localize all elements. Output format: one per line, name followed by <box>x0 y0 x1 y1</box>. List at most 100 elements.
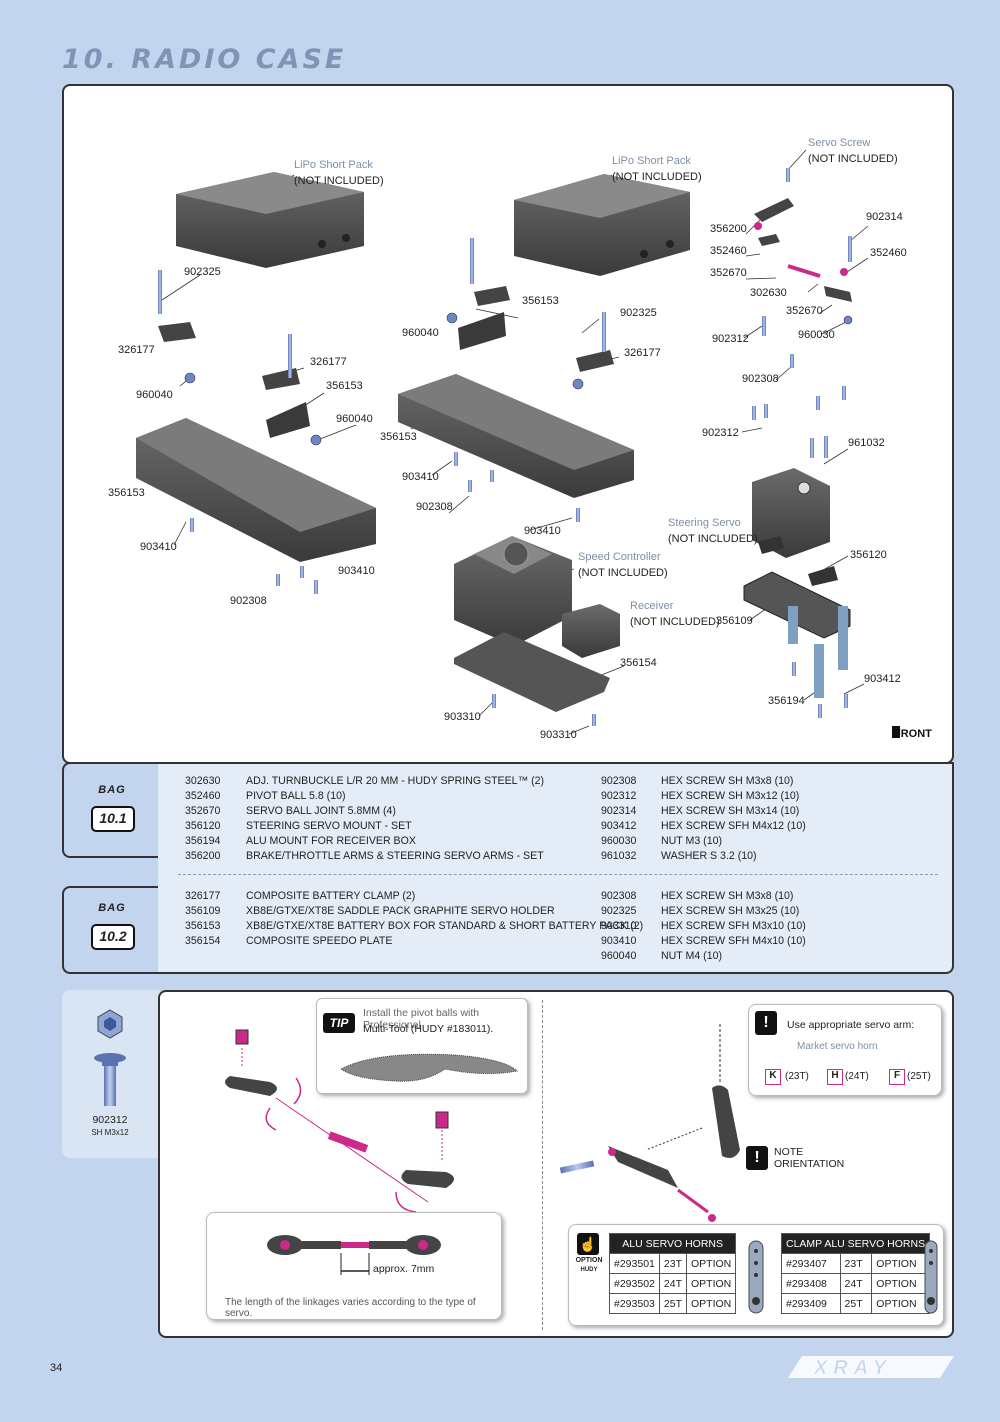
orientation-label: ORIENTATION <box>774 1158 845 1170</box>
part-desc: NUT M3 (10) <box>661 835 723 847</box>
nut <box>446 312 458 324</box>
option-tag: OPTION <box>685 1273 737 1294</box>
option-tag: OPTION <box>871 1293 931 1314</box>
part-label: 326177 <box>310 356 347 368</box>
option-tag: OPTION <box>871 1253 931 1274</box>
callout-speed-controller: Speed Controller <box>578 551 661 563</box>
part-label: 326177 <box>624 347 661 359</box>
rotate-arrow-icon <box>265 1107 277 1131</box>
teeth: 23T <box>839 1253 873 1274</box>
bag-divider <box>178 874 938 875</box>
part-desc: ALU MOUNT FOR RECEIVER BOX <box>246 835 416 847</box>
part-label: 356194 <box>768 695 805 707</box>
linkage-icon <box>608 1146 678 1188</box>
screw <box>314 580 318 594</box>
clamp-horn-icon <box>924 1240 938 1314</box>
panel-divider <box>542 1000 543 1330</box>
part-label: 960030 <box>798 329 835 341</box>
part-code: 903310 <box>601 920 637 932</box>
part-label: 356200 <box>710 223 747 235</box>
part-code: 352460 <box>185 790 221 802</box>
alu-table-title: ALU SERVO HORNS <box>608 1233 737 1254</box>
part-label: 902314 <box>866 211 903 223</box>
screws <box>158 168 852 726</box>
screw <box>470 238 474 284</box>
servo-horn-icon <box>712 1085 740 1158</box>
screw <box>762 316 766 336</box>
screw <box>454 452 458 466</box>
linkage-icon <box>267 1235 441 1275</box>
part-label: 352460 <box>870 247 907 259</box>
part-code: 902325 <box>601 905 637 917</box>
part-desc: WASHER S 3.2 (10) <box>661 850 757 862</box>
tip-badge: TIP <box>323 1013 355 1033</box>
option-label: OPTION <box>575 1257 603 1264</box>
part-label: 903310 <box>540 729 577 741</box>
servo-mount-right <box>458 312 506 350</box>
bag-10-2-tab: BAG 10.2 <box>62 886 162 974</box>
note-label: NOTE <box>774 1146 804 1158</box>
linkage-note: The length of the linkages varies accord… <box>225 1297 476 1319</box>
part-label: 356153 <box>522 295 559 307</box>
horn-f-teeth: (25T) <box>907 1071 931 1082</box>
page-title: 10. RADIO CASE <box>62 44 347 75</box>
ball-joint-icon <box>225 1076 277 1096</box>
part-label: 356109 <box>716 615 753 627</box>
tip-text-line1: Install the pivot balls with Professiona… <box>363 1007 480 1031</box>
screw <box>158 270 162 314</box>
bag-10-1-tab: BAG 10.1 <box>62 762 162 858</box>
thumbs-up-icon: ☝ <box>577 1233 599 1255</box>
screw <box>576 508 580 522</box>
part-desc: NUT M4 (10) <box>661 950 723 962</box>
tip-box: TIP Install the pivot balls with Profess… <box>316 998 528 1094</box>
receiver <box>562 604 620 658</box>
part-code: #293502 <box>609 1273 660 1294</box>
option-tag: OPTION <box>685 1253 737 1274</box>
part-code: 902308 <box>601 890 637 902</box>
part-label: 902308 <box>742 373 779 385</box>
hudy-label: HUDY <box>580 1267 598 1273</box>
brand-text: XRAY <box>813 1357 892 1379</box>
callout-servo-screw: Servo Screw <box>808 137 870 149</box>
part-label: 356153 <box>108 487 145 499</box>
ball-joint-a <box>758 234 780 246</box>
part-label: 356120 <box>850 549 887 561</box>
alu-post-c <box>814 644 824 698</box>
part-desc: HEX SCREW SH M3x8 (10) <box>661 890 794 902</box>
battery-clamp-right <box>474 286 510 306</box>
part-label: 352670 <box>786 305 823 317</box>
ball-joint-b <box>824 286 852 302</box>
speedo-plate <box>454 632 610 712</box>
servo-arm <box>754 198 794 222</box>
pivot-ball-drawing <box>225 1029 454 1213</box>
callout-lipo-right: LiPo Short Pack <box>612 155 691 167</box>
part-desc: HEX SCREW SFH M3x10 (10) <box>661 920 806 932</box>
servo-arm-title: Use appropriate servo arm: <box>787 1019 915 1031</box>
part-code: 902314 <box>601 805 637 817</box>
assembly-drawing: LiPo Short Pack (NOT INCLUDED) LiPo Shor… <box>108 137 932 741</box>
lipo-pack-left <box>176 172 364 268</box>
screw <box>300 566 304 578</box>
part-code: 960040 <box>601 950 637 962</box>
part-label: 356153 <box>380 431 417 443</box>
callout-servo-screw-ni: (NOT INCLUDED) <box>808 153 898 165</box>
part-label: 903310 <box>444 711 481 723</box>
screw <box>792 662 796 676</box>
part-code: 352670 <box>185 805 221 817</box>
part-code: #293408 <box>781 1273 841 1294</box>
part-desc: PIVOT BALL 5.8 (10) <box>246 790 346 802</box>
horn-h-teeth: (24T) <box>845 1071 869 1082</box>
part-label: 352460 <box>710 245 747 257</box>
screw <box>848 236 852 262</box>
screw <box>844 694 848 708</box>
teeth: 25T <box>839 1293 873 1314</box>
part-label: 902325 <box>620 307 657 319</box>
part-label: 902325 <box>184 266 221 278</box>
servo-arm-box: ! Use appropriate servo arm: Market serv… <box>748 1004 942 1096</box>
part-desc: HEX SCREW SFH M4x10 (10) <box>661 935 806 947</box>
turnbuckle <box>787 264 821 278</box>
part-label: 903412 <box>864 673 901 685</box>
part-label: 352670 <box>710 267 747 279</box>
